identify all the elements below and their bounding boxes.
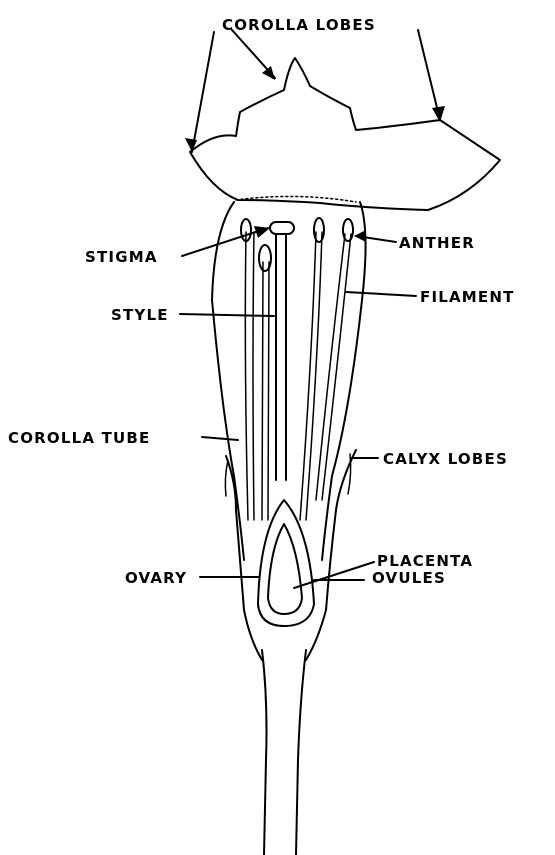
stem [262,650,306,855]
label-stigma: STIGMA [85,248,158,266]
corolla-lobes [190,58,500,210]
label-calyx-lobes: CALYX LOBES [383,450,508,468]
label-ovary: OVARY [125,569,187,587]
label-corolla-lobes: COROLLA LOBES [222,16,376,34]
pistil [270,222,294,480]
label-anther: ANTHER [399,234,475,252]
label-style: STYLE [111,306,169,324]
label-ovules: OVULES [372,569,446,587]
label-placenta: PLACENTA [377,552,473,570]
label-filament: FILAMENT [420,288,515,306]
label-corolla-tube: COROLLA TUBE [8,429,151,447]
calyx-lobes [225,450,356,660]
stamens [241,218,353,520]
